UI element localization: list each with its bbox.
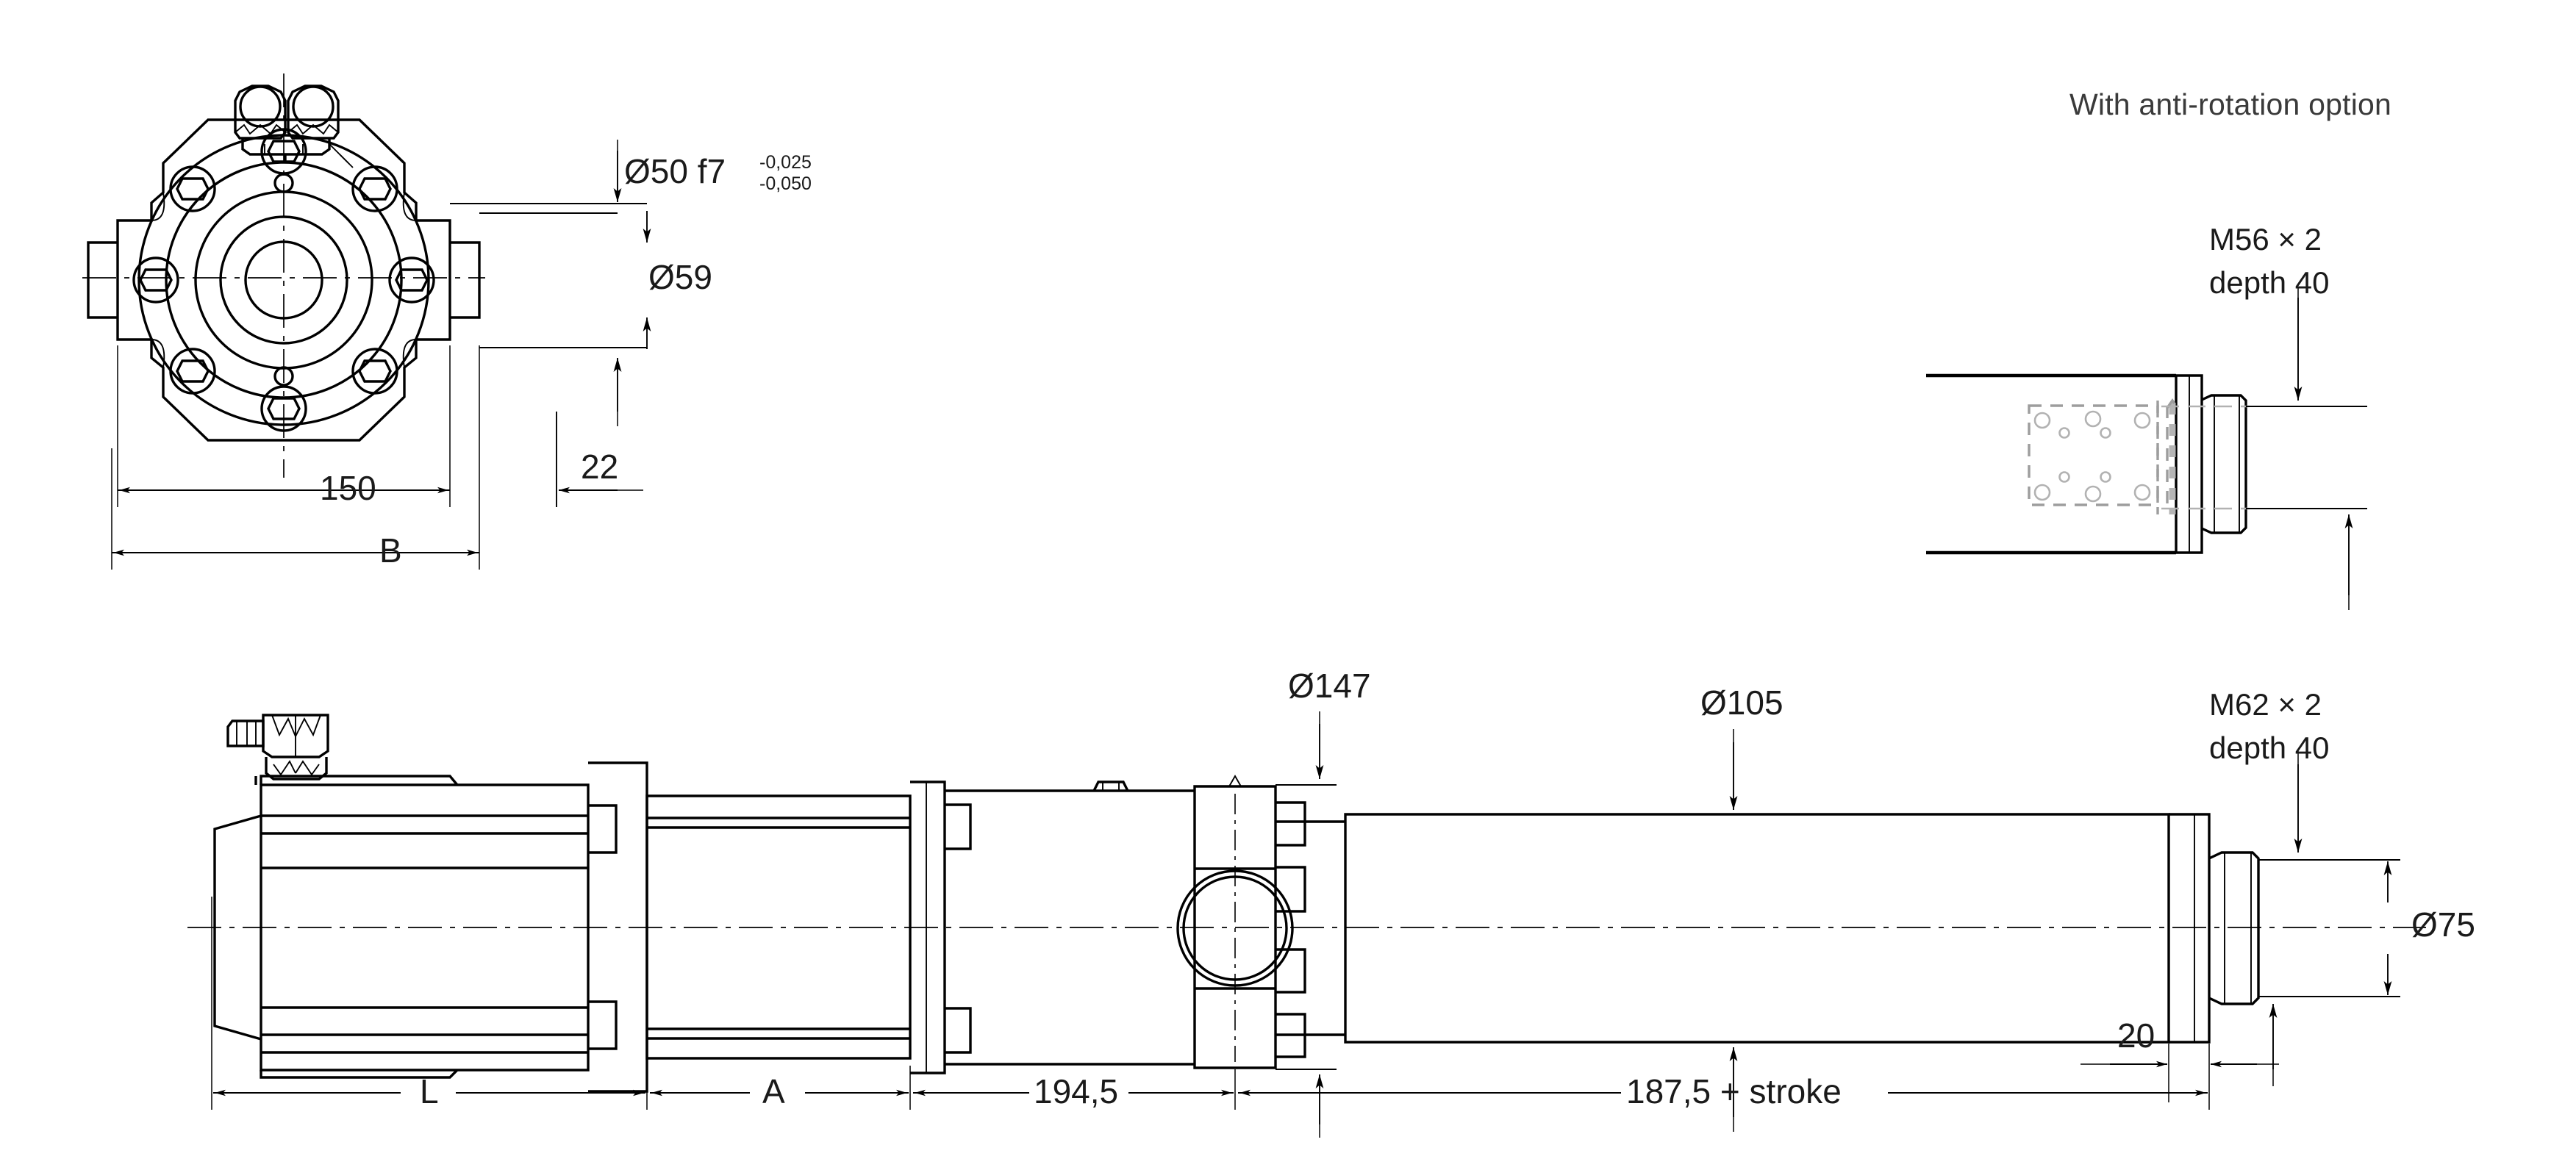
dim-m62-line2: depth 40: [2209, 731, 2330, 765]
motor-connector: [226, 714, 329, 785]
dim-L-label: L: [420, 1072, 439, 1110]
dim-d50-label: Ø50 f7: [624, 152, 726, 190]
dim-d50-tol-lower: -0,050: [759, 173, 812, 194]
port-block: [1176, 775, 1306, 1069]
dim-m56-line1: M56 × 2: [2209, 222, 2322, 256]
end-view-geometry: [82, 73, 651, 570]
anti-rotation-note: With anti-rotation option: [2069, 87, 2392, 121]
dim-m62-line1: M62 × 2: [2209, 687, 2322, 722]
side-view-geometry: [187, 711, 2426, 1138]
dim-d75-label: Ø75: [2411, 905, 2475, 944]
dim-22-label: 22: [581, 448, 619, 486]
dim-m56-line2: depth 40: [2209, 265, 2330, 300]
dim-d50-tol-upper: -0,025: [759, 152, 812, 173]
mid-tube: [945, 780, 1195, 1066]
dim-187-stroke-label: 187,5 + stroke: [1626, 1072, 1842, 1110]
dim-B-label: B: [379, 531, 402, 570]
dim-d147-label: Ø147: [1288, 667, 1371, 705]
dim-d59-label: Ø59: [648, 258, 712, 296]
cylinder-tube: [1276, 813, 2260, 1044]
dim-150-label: 150: [320, 469, 376, 507]
bolt-group: [132, 128, 435, 432]
dim-d105-label: Ø105: [1700, 683, 1783, 722]
dim-20-label: 20: [2117, 1016, 2155, 1055]
servo-motor: [213, 714, 648, 1093]
dim-A-label: A: [762, 1072, 785, 1110]
dim-194-label: 194,5: [1034, 1072, 1119, 1110]
connector-plugs: [234, 85, 354, 168]
anti-rotation-view-geometry: [1926, 287, 2367, 610]
gearbox-housing: [645, 780, 972, 1074]
